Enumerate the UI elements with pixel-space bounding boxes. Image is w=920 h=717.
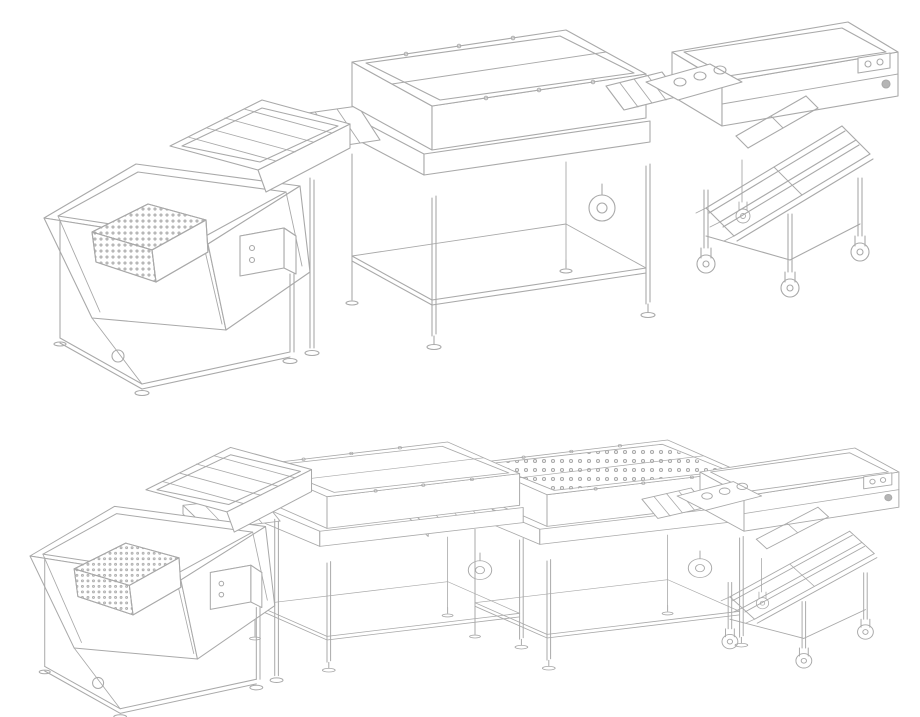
line-a-illustration [43, 21, 899, 397]
processing-machine [271, 29, 656, 351]
infeed-hopper-elevator [43, 99, 351, 397]
infeed-hopper-elevator [29, 446, 313, 717]
line-b-illustration [29, 439, 900, 717]
perforated-lid-panel [489, 444, 724, 491]
